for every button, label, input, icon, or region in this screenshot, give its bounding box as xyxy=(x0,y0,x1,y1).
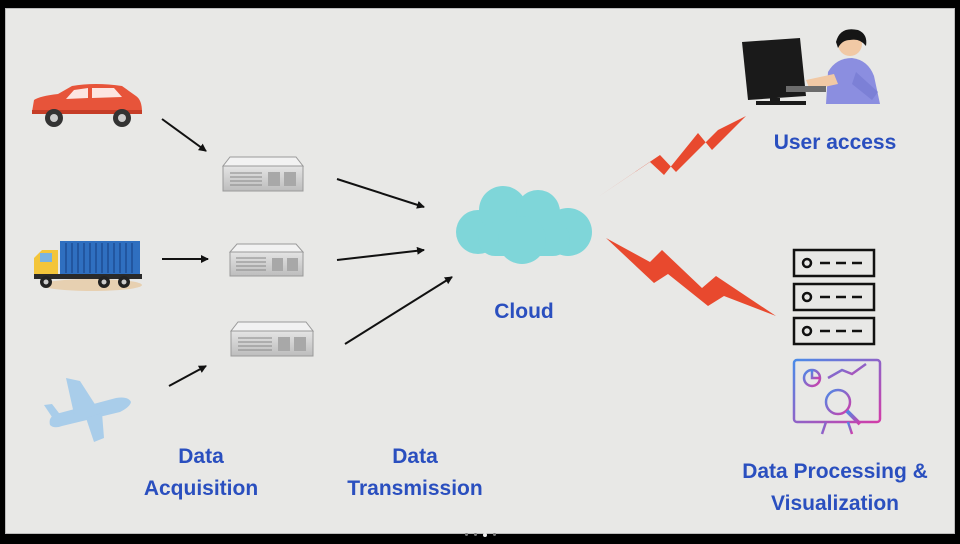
acquisition-arrows xyxy=(161,118,209,387)
data-acquisition-line2: Acquisition xyxy=(143,477,259,500)
truck-icon xyxy=(34,241,142,291)
data-transmission-label: Data Transmission xyxy=(330,441,500,505)
data-processing-label: Data Processing & Visualization xyxy=(720,456,950,520)
data-transmission-line2: Transmission xyxy=(347,477,483,500)
cloud-label: Cloud xyxy=(494,300,554,323)
lightning-links xyxy=(598,116,776,316)
car-icon xyxy=(32,84,142,127)
data-processing-line1: Data Processing & xyxy=(742,460,928,483)
data-acquisition-label: Data Acquisition xyxy=(126,441,276,505)
data-transmission-line1: Data xyxy=(392,445,438,468)
user-access-label: User access xyxy=(773,131,897,154)
cloud-icon xyxy=(456,186,592,264)
user-at-computer-icon xyxy=(742,29,880,105)
server-rack-icon xyxy=(792,248,876,346)
analytics-dashboard-icon xyxy=(792,358,882,438)
data-acquisition-line1: Data xyxy=(178,445,224,468)
airplane-icon xyxy=(44,378,131,442)
data-processing-line2: Visualization xyxy=(771,492,899,515)
gateway-server-icon xyxy=(221,156,315,357)
transmission-arrows xyxy=(336,178,453,345)
slide-progress-dots xyxy=(462,526,502,537)
